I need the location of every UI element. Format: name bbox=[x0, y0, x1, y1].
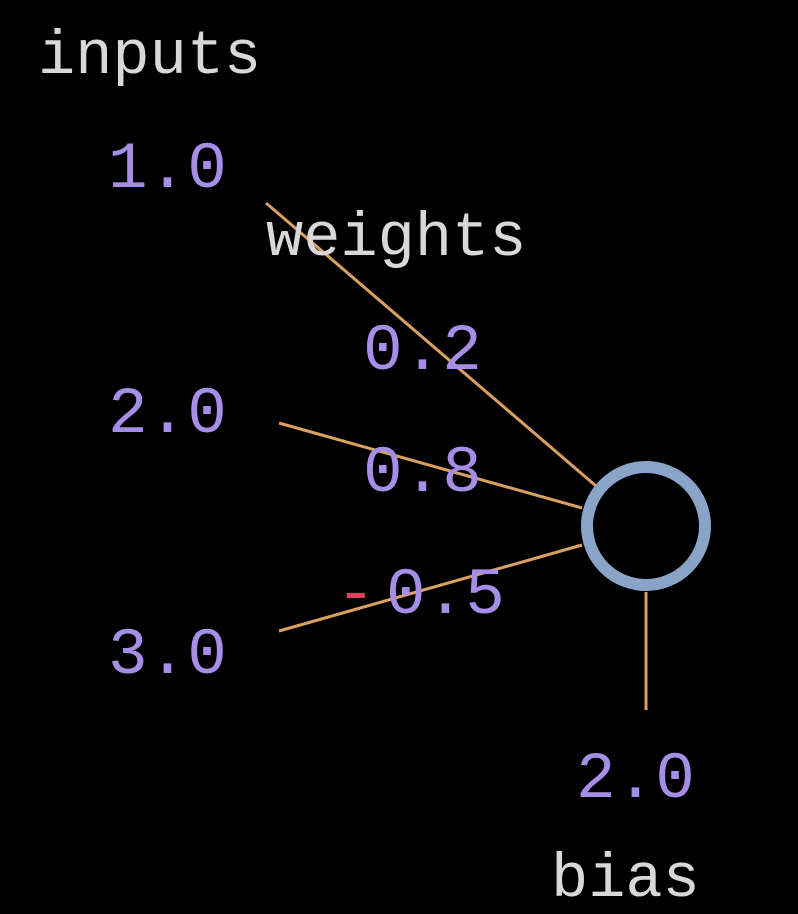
connection-input-3 bbox=[278, 543, 583, 633]
neuron-node bbox=[581, 461, 711, 591]
weights-heading: weights bbox=[266, 203, 526, 274]
connection-input-1 bbox=[265, 201, 597, 488]
weight-value-2: 0.8 bbox=[363, 436, 482, 511]
weight-value-1: 0.2 bbox=[363, 314, 482, 389]
connection-input-2 bbox=[278, 421, 583, 510]
weight-value-3: 0.5 bbox=[386, 558, 505, 633]
weight-sign-3: - bbox=[336, 558, 376, 633]
input-value-2: 2.0 bbox=[108, 377, 227, 452]
bias-value: 2.0 bbox=[576, 742, 695, 817]
inputs-heading: inputs bbox=[38, 21, 261, 92]
input-value-1: 1.0 bbox=[108, 132, 227, 207]
input-value-3: 3.0 bbox=[108, 618, 227, 693]
bias-heading: bias bbox=[551, 844, 700, 914]
